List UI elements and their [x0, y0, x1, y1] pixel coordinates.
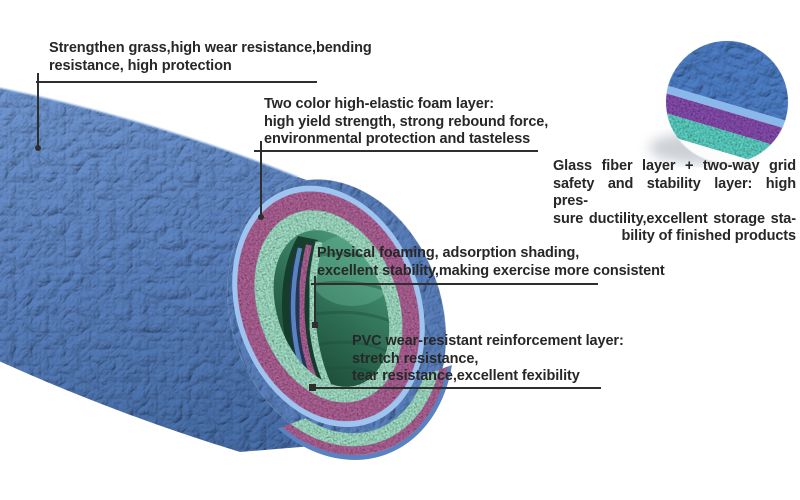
leader-foam-line [254, 141, 538, 220]
leader-foam-dot [258, 214, 264, 220]
annotation-physical-foaming-layer: Physical foaming, adsorption shading, ex… [317, 245, 665, 280]
detail-zoom-circle [649, 40, 789, 164]
mat-roll [0, 86, 454, 460]
annotation-glass-fiber-layer: Glass fiber layer + two-way grid safety … [553, 158, 796, 246]
leader-physical-foaming-dot [312, 322, 318, 328]
annotation-line: safety and stability layer: high pres- [553, 175, 796, 210]
annotation-line: tear resistance,excellent fexibility [352, 368, 580, 384]
annotation-line: environmental protection and tasteless [264, 131, 531, 147]
annotation-line: Two color high-elastic foam layer: [264, 96, 494, 112]
annotation-line: excellent stability,making exercise more… [317, 262, 665, 279]
leader-pvc-dot [309, 384, 316, 391]
annotation-pvc-layer: PVC wear-resistant reinforcement layer: … [352, 333, 624, 386]
annotation-line: Physical foaming, adsorption shading, [317, 245, 580, 261]
leader-surface-dot [35, 145, 41, 151]
leader-surface-line [35, 73, 317, 151]
leader-pvc-line [309, 384, 601, 391]
annotation-line: Strengthen grass,high wear resistance,be… [49, 40, 372, 56]
annotation-line: stretch resistance, [352, 350, 479, 367]
annotation-line: high yield strength, strong rebound forc… [264, 113, 549, 130]
leader-physical-foaming-line [311, 276, 598, 328]
mat-body-top-highlight [0, 86, 299, 179]
annotation-line: bility of finished products [621, 228, 796, 244]
detail-layer-film-blue [666, 77, 788, 141]
annotation-line: resistance, high protection [49, 58, 232, 74]
annotation-surface-layer: Strengthen grass,high wear resistance,be… [49, 39, 372, 75]
annotation-line: sure ductility,excellent storage sta- [553, 210, 796, 227]
detail-layer-blue-surface [666, 41, 788, 135]
annotation-line: Glass fiber layer + two-way grid [553, 158, 796, 174]
annotation-foam-layer: Two color high-elastic foam layer: high … [264, 96, 548, 149]
leader-lines [35, 73, 601, 391]
mat-sheet-tail [282, 248, 424, 424]
annotation-line: PVC wear-resistant reinforcement layer: [352, 333, 624, 349]
